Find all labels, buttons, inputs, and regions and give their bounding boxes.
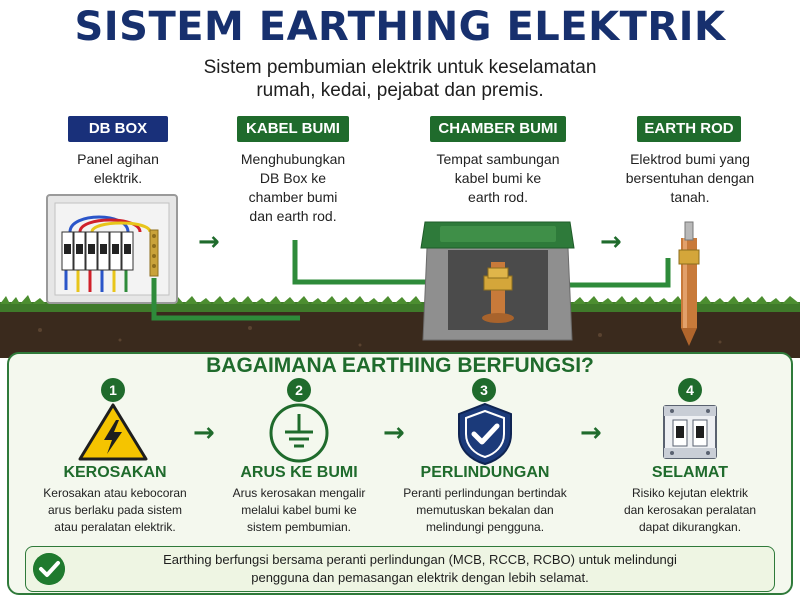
step-title: KEROSAKAN <box>63 464 167 481</box>
step-number-badge: 4 <box>678 378 702 402</box>
desc-line: Risiko kejutan elektrik <box>631 486 749 500</box>
info-note-text: Earthing berfungsi bersama peranti perli… <box>85 551 755 587</box>
desc-line: kabel bumi ke <box>454 170 542 186</box>
component-label-db-box: DB BOX <box>68 116 168 142</box>
desc-line: melindungi pengguna. <box>425 520 545 534</box>
desc-line: chamber bumi <box>248 189 338 205</box>
how-it-works-title: BAGAIMANA EARTHING BERFUNGSI? <box>206 354 594 377</box>
step-title: SELAMAT <box>651 464 729 481</box>
note-line: pengguna dan pemasangan elektrik dengan … <box>251 570 589 585</box>
arrow-right-icon: → <box>600 227 622 257</box>
desc-line: DB Box ke <box>259 170 327 186</box>
component-desc-kabel-bumi: Menghubungkan DB Box ke chamber bumi dan… <box>222 150 364 226</box>
warning-icon <box>78 403 148 461</box>
soil-ground <box>0 308 800 358</box>
subtitle-line: rumah, kedai, pejabat dan premis. <box>256 80 544 101</box>
component-desc-chamber-bumi: Tempat sambungan kabel bumi ke earth rod… <box>418 150 578 207</box>
db-box-panel <box>46 194 178 304</box>
step-desc: Kerosakan atau kebocoran arus berlaku pa… <box>25 485 205 536</box>
earth-rod <box>678 221 700 346</box>
desc-line: Peranti perlindungan bertindak <box>403 486 567 500</box>
check-icon <box>33 553 65 585</box>
grass-strip <box>0 302 800 312</box>
desc-line: Arus kerosakan mengalir <box>232 486 366 500</box>
desc-line: melalui kabel bumi ke <box>241 503 357 517</box>
shield-check-icon <box>458 402 512 466</box>
desc-line: Kerosakan atau kebocoran <box>43 486 187 500</box>
desc-line: Panel agihan <box>77 151 159 167</box>
component-desc-earth-rod: Elektrod bumi yang bersentuhan dengan ta… <box>615 150 765 207</box>
earth-chamber <box>420 221 575 341</box>
page-title: SISTEM EARTHING ELEKTRIK <box>74 4 726 50</box>
step-title: ARUS KE BUMI <box>240 464 358 481</box>
arrow-right-icon: → <box>383 418 405 448</box>
desc-line: dapat dikurangkan. <box>638 520 742 534</box>
component-label-kabel-bumi: KABEL BUMI <box>237 116 349 142</box>
desc-line: elektrik. <box>93 170 143 186</box>
step-desc: Risiko kejutan elektrik dan kerosakan pe… <box>600 485 780 536</box>
step-number-badge: 2 <box>287 378 311 402</box>
step-title: PERLINDUNGAN <box>420 464 550 481</box>
circuit-breaker-icon <box>663 405 717 459</box>
info-note-bar <box>25 546 775 592</box>
step-desc: Peranti perlindungan bertindak memutuska… <box>388 485 582 536</box>
subtitle-line: Sistem pembumian elektrik untuk keselama… <box>203 57 597 78</box>
desc-line: bersentuhan dengan <box>625 170 755 186</box>
page-subtitle: Sistem pembumian elektrik untuk keselama… <box>150 56 650 102</box>
desc-line: earth rod. <box>468 189 528 205</box>
earth-cable-rise <box>292 240 470 285</box>
component-label-earth-rod: EARTH ROD <box>637 116 741 142</box>
desc-line: memutuskan bekalan dan <box>416 503 554 517</box>
soil-specks <box>38 326 722 347</box>
desc-line: tanah. <box>670 189 710 205</box>
desc-line: sistem pembumian. <box>246 520 352 534</box>
desc-line: Elektrod bumi yang <box>630 151 750 167</box>
earth-cable-db-to-chamber <box>151 278 300 321</box>
component-label-chamber-bumi: CHAMBER BUMI <box>430 116 566 142</box>
desc-line: arus berlaku pada sistem <box>47 503 183 517</box>
ground-symbol-icon <box>269 403 329 463</box>
desc-line: Tempat sambungan <box>436 151 560 167</box>
desc-line: atau peralatan elektrik. <box>54 520 176 534</box>
step-number-badge: 1 <box>101 378 125 402</box>
desc-line: dan earth rod. <box>249 208 337 224</box>
component-desc-db-box: Panel agihan elektrik. <box>48 150 188 188</box>
step-number-badge: 3 <box>472 378 496 402</box>
step-desc: Arus kerosakan mengalir melalui kabel bu… <box>209 485 389 536</box>
arrow-right-icon: → <box>198 227 220 257</box>
arrow-right-icon: → <box>193 418 215 448</box>
desc-line: dan kerosakan peralatan <box>623 503 757 517</box>
note-line: Earthing berfungsi bersama peranti perli… <box>163 552 677 567</box>
arrow-right-icon: → <box>580 418 602 448</box>
desc-line: Menghubungkan <box>240 151 346 167</box>
